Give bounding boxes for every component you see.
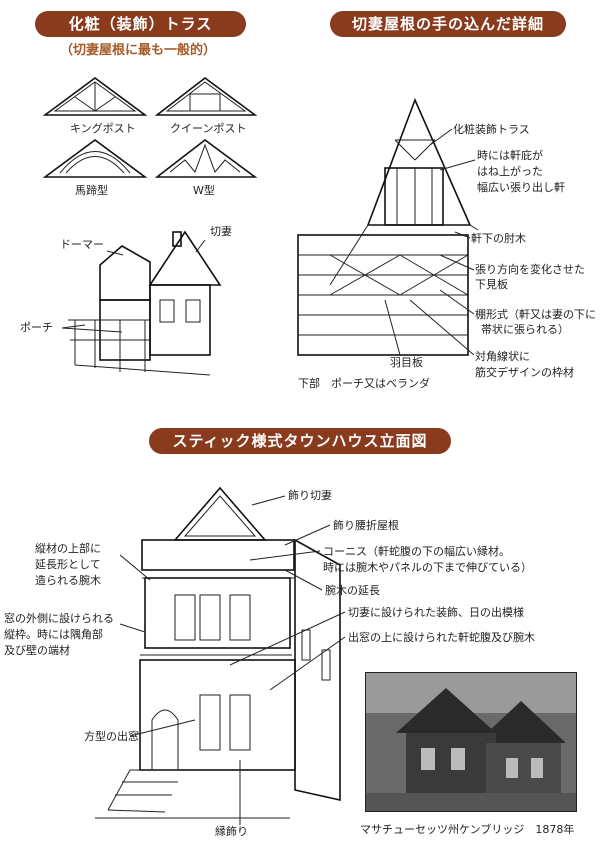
label-king-post: キングポスト bbox=[70, 122, 136, 135]
label-board: 羽目板 bbox=[390, 356, 423, 369]
w-truss-drawing bbox=[154, 138, 258, 178]
label-diag-1: 対角線状に bbox=[475, 350, 530, 363]
photo-caption: マサチューセッツ州ケンブリッジ 1878年 bbox=[360, 823, 575, 836]
section-title-townhouse: スティック様式タウンハウス立面図 bbox=[149, 428, 451, 454]
label-shelf-2: 帯状に張られる） bbox=[481, 323, 569, 336]
label-left-1c: 造られる腕木 bbox=[35, 574, 101, 587]
label-left-2b: 縦枠。時には隅角部 bbox=[4, 628, 103, 641]
label-eave-3: 幅広い張り出し軒 bbox=[477, 181, 565, 194]
townhouse-drawing bbox=[95, 486, 346, 825]
label-diag-2: 筋交デザインの枠材 bbox=[475, 366, 574, 379]
label-eave-1: 時には軒庇が bbox=[477, 149, 543, 162]
section-title-gable-detail: 切妻屋根の手の込んだ詳細 bbox=[330, 11, 566, 37]
label-porch-veranda: 下部 ポーチ又はベランダ bbox=[298, 377, 430, 390]
queen-post-truss-drawing bbox=[154, 76, 258, 116]
label-left-1a: 縦材の上部に bbox=[35, 542, 101, 555]
label-gable-sunburst: 切妻に設けられた装飾、日の出模様 bbox=[348, 606, 524, 619]
label-eave-2: はね上がった bbox=[477, 165, 543, 178]
label-siding-2: 下見板 bbox=[475, 278, 508, 291]
label-dormer: ドーマー bbox=[60, 238, 104, 251]
house-photo-image bbox=[366, 673, 576, 811]
label-horseshoe: 馬蹄型 bbox=[75, 184, 108, 197]
label-truss: 化粧装飾トラス bbox=[453, 123, 530, 136]
label-bracket-extension: 腕木の延長 bbox=[325, 584, 380, 597]
label-bay-cornice: 出窓の上に設けられた軒蛇腹及び腕木 bbox=[348, 631, 535, 644]
gable-detail-drawing bbox=[297, 97, 479, 356]
section-title-truss: 化粧（装飾）トラス bbox=[35, 11, 246, 37]
label-bracket: 軒下の肘木 bbox=[471, 232, 526, 245]
label-bay-window: 方型の出窓 bbox=[84, 730, 139, 743]
truss-subtitle: （切妻屋根に最も一般的） bbox=[60, 43, 217, 58]
horseshoe-truss-drawing bbox=[42, 139, 148, 178]
label-queen-post: クイーンポスト bbox=[170, 122, 247, 135]
label-mansard: 飾り腰折屋根 bbox=[333, 519, 399, 532]
label-siding-1: 張り方向を変化させた bbox=[475, 263, 585, 276]
label-w-truss: W型 bbox=[193, 184, 215, 197]
label-left-2c: 及び壁の端材 bbox=[4, 644, 70, 657]
label-porch: ポーチ bbox=[20, 321, 53, 334]
king-post-truss-drawing bbox=[42, 77, 148, 116]
label-decorative-gable: 飾り切妻 bbox=[288, 489, 332, 502]
label-cornice-1: コーニス（軒蛇腹の下の幅広い縁材。 bbox=[323, 545, 510, 558]
label-trim: 縁飾り bbox=[215, 825, 248, 838]
label-cornice-2: 時には腕木やパネルの下まで伸びている） bbox=[323, 561, 532, 574]
small-house-drawing bbox=[61, 230, 222, 376]
label-left-2a: 窓の外側に設けられる bbox=[4, 612, 114, 625]
label-shelf-1: 棚形式（軒又は妻の下に bbox=[475, 308, 596, 321]
label-gable: 切妻 bbox=[210, 225, 232, 238]
house-photo bbox=[365, 672, 577, 812]
label-left-1b: 延長形として bbox=[35, 558, 101, 571]
